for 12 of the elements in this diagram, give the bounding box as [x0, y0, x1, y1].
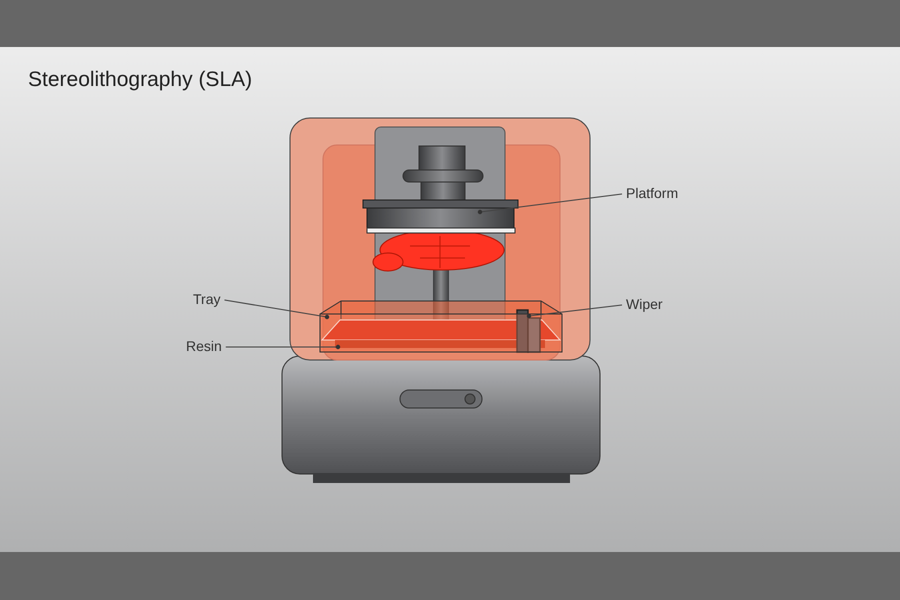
wiper-blade	[516, 309, 541, 353]
part-label: Resin	[186, 338, 222, 354]
resin-tray	[320, 300, 562, 353]
leader-line	[478, 194, 622, 214]
leader-line	[526, 304, 622, 318]
part-label: Tray	[193, 291, 220, 307]
part-label: Wiper	[626, 296, 663, 312]
build-platform	[362, 200, 518, 234]
leader-line	[225, 344, 340, 350]
leader-line	[224, 300, 330, 320]
diagram-title: Stereolithography (SLA)	[28, 68, 252, 92]
part-label: Platform	[626, 185, 678, 201]
